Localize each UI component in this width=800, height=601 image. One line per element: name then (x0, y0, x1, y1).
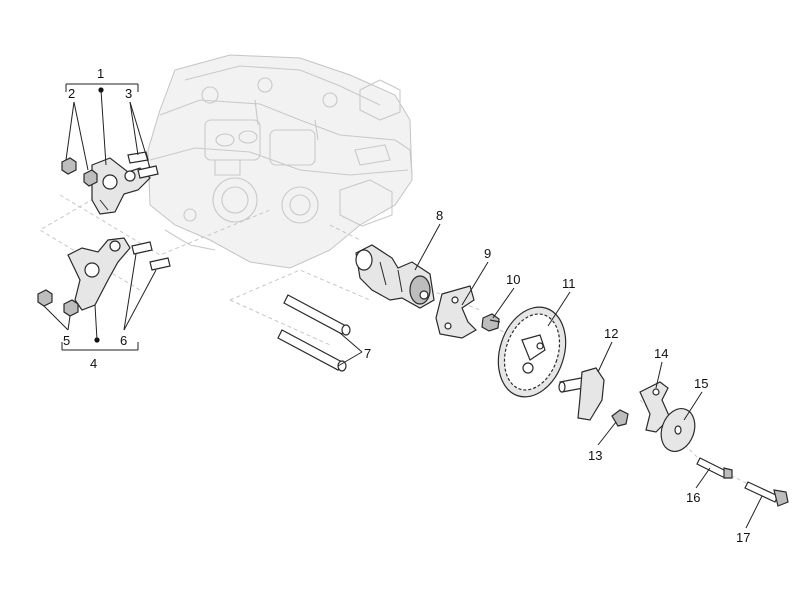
callout-14: 14 (654, 346, 668, 361)
callout-labels: 1 2 3 4 5 6 7 8 9 10 11 12 13 14 15 16 1… (63, 66, 750, 545)
bolt-17 (744, 481, 789, 507)
callout-3: 3 (125, 86, 132, 101)
adjuster-screws-lower (131, 241, 171, 271)
callout-15: 15 (694, 376, 708, 391)
callout-4: 4 (90, 356, 97, 371)
decompressor-shaft (558, 367, 605, 421)
assembly-guide-lines (39, 194, 761, 491)
rocker-arm-lower (67, 237, 131, 311)
callout-6: 6 (120, 333, 127, 348)
engine-head-ghost (147, 54, 413, 269)
callout-12: 12 (604, 326, 618, 341)
callout-9: 9 (484, 246, 491, 261)
callout-5: 5 (63, 333, 70, 348)
washer (660, 408, 696, 452)
rocker-arm-upper (91, 157, 151, 215)
callout-16: 16 (686, 490, 700, 505)
callout-2: 2 (68, 86, 75, 101)
screw-16 (696, 457, 733, 479)
callout-7: 7 (364, 346, 371, 361)
callout-1: 1 (97, 66, 104, 81)
callout-11: 11 (562, 276, 576, 291)
bolt-10 (481, 313, 501, 332)
callout-8: 8 (436, 208, 443, 223)
rocker-shafts (277, 294, 351, 372)
camshaft (355, 244, 435, 309)
leader-lines (43, 83, 763, 529)
cam-sprocket (497, 306, 567, 398)
callout-17: 17 (736, 530, 750, 545)
retaining-plate (435, 285, 477, 339)
nut-lower (37, 289, 79, 317)
callout-13: 13 (588, 448, 602, 463)
nut-upper (61, 157, 98, 187)
callout-10: 10 (506, 272, 520, 287)
